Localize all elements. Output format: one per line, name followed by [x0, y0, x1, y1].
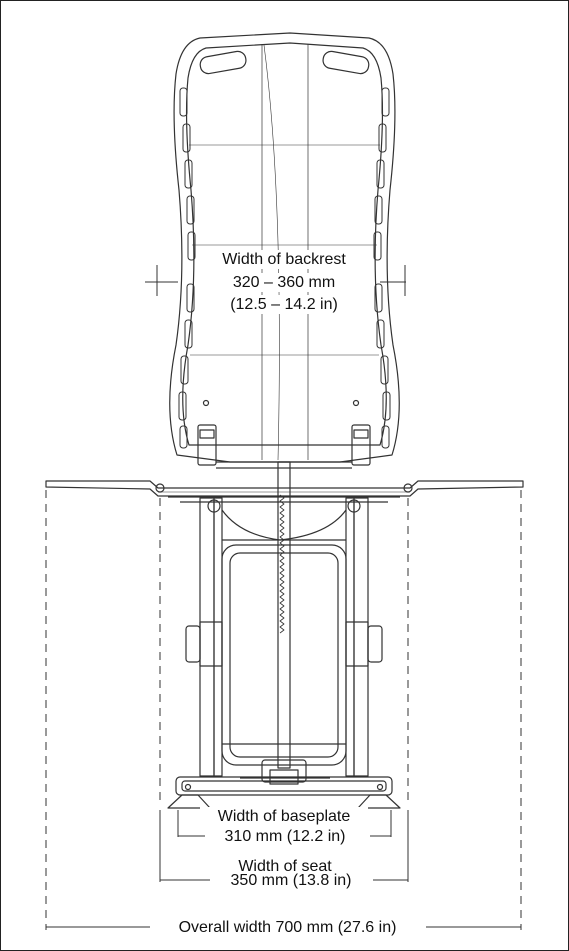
backrest: [169, 32, 400, 469]
seat: [45, 480, 524, 503]
left-handle-slot: [199, 50, 247, 75]
overall-width-value: Overall width 700 mm (27.6 in): [150, 918, 425, 937]
left-side-slots: [178, 87, 196, 449]
lift-frame: [185, 461, 383, 785]
dimension-lines: [45, 490, 522, 930]
baseplate-width-value: 310 mm (12.2 in): [205, 827, 365, 846]
baseplate-width-title: Width of baseplate: [200, 807, 368, 826]
backrest-outline: [169, 32, 400, 463]
right-side-slots: [373, 87, 391, 449]
backrest-width-mm: 320 – 360 mm: [211, 273, 357, 292]
baseplate: [167, 776, 401, 809]
backrest-dimension-ticks: [145, 265, 406, 296]
backrest-width-inch: (12.5 – 14.2 in): [211, 295, 357, 314]
seat-width-value: 350 mm (13.8 in): [210, 871, 372, 890]
right-handle-slot: [322, 50, 370, 75]
backrest-width-title: Width of backrest: [201, 250, 367, 269]
